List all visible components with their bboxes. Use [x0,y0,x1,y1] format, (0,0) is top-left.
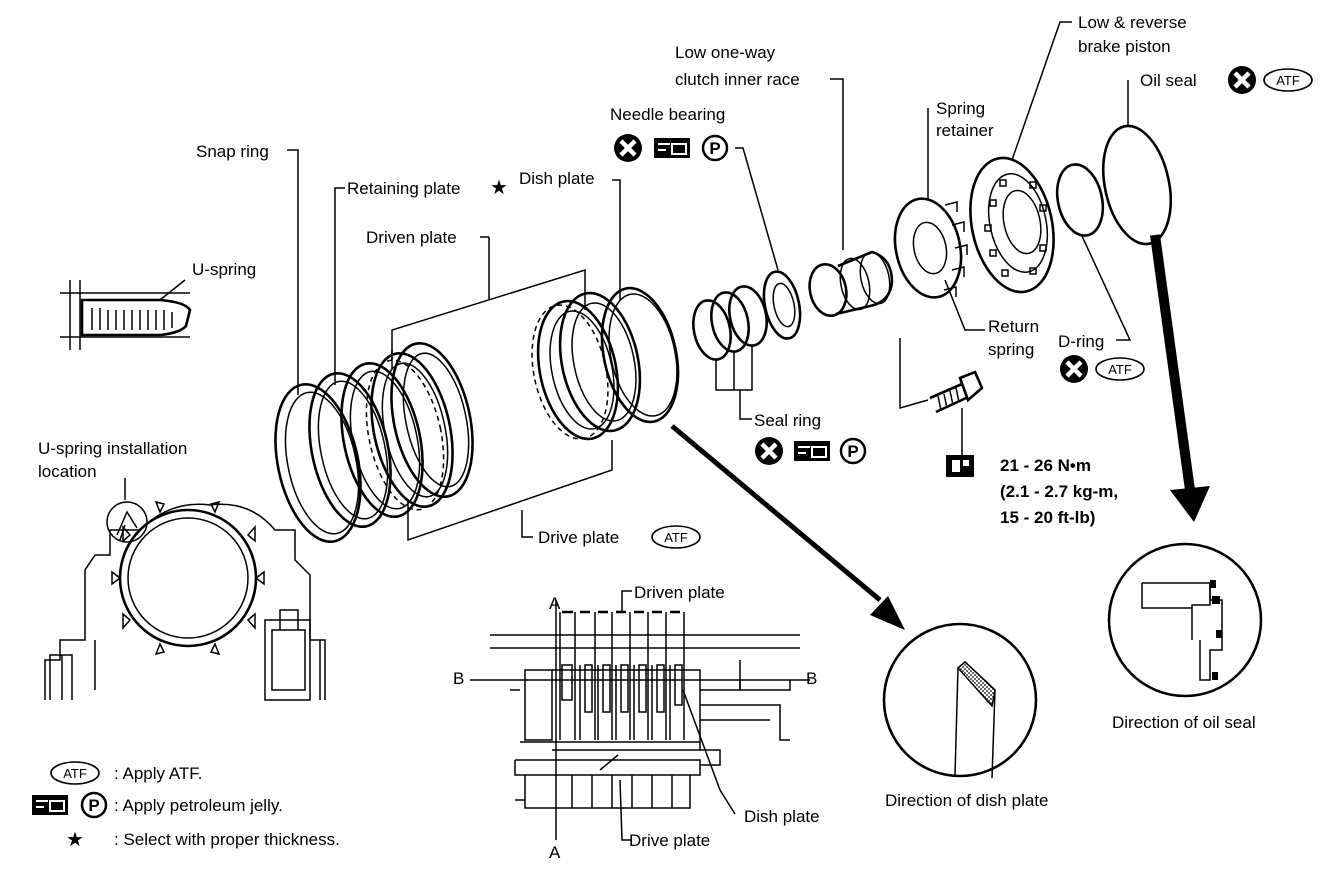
seal-ring-label: Seal ring [754,411,821,430]
snap-ring [274,149,362,543]
dish-plate-detail [882,622,1038,779]
section-a-top: A [549,594,561,613]
torque-wrench-icon [946,455,974,477]
torque-line-2: (2.1 - 2.7 kg-m, [1000,482,1118,501]
atf-glyph: ATF [1108,362,1132,377]
arrow-oil-seal [1150,234,1210,522]
p-glyph: P [847,442,858,461]
d-ring-label: D-ring [1058,332,1104,351]
plate-stack-right [531,286,680,441]
needle-bearing-label: Needle bearing [610,105,725,124]
brake-piston-label: Low & reverse [1078,13,1187,32]
retaining-plate-label: Retaining plate [347,179,460,198]
star-icon: ★ [66,829,84,851]
torque-line-3: 15 - 20 ft-lb) [1000,508,1095,527]
atf-glyph: ATF [63,766,87,781]
u-spring-detail [60,279,192,350]
arrow-dish-plate [670,424,905,630]
needle-bearing [735,147,802,340]
low-oneway-label: Low one-way [675,43,776,62]
p-glyph: P [709,139,720,158]
bolt [899,338,984,463]
u-spring-label: U-spring [192,260,256,279]
u-spring-location-drawing [44,478,326,701]
snap-ring-label: Snap ring [196,142,269,161]
u-spring-location-label: U-spring installation [38,439,187,458]
oil-seal-direction-caption: Direction of oil seal [1112,713,1256,732]
low-oneway-label-2: clutch inner race [675,70,800,89]
seal-rings [692,285,768,420]
dish-plate-direction-caption: Direction of dish plate [885,791,1048,810]
dish-plate-label: Dish plate [519,169,595,188]
brake-piston [969,21,1072,294]
torque-line-1: 21 - 26 N•m [1000,456,1091,475]
section-driven-plate-label: Driven plate [634,583,725,602]
spring-retainer [893,108,985,331]
brake-piston-label-2: brake piston [1078,37,1171,56]
section-dish-plate-label: Dish plate [744,807,820,826]
atf-glyph: ATF [664,530,688,545]
section-view [470,590,810,841]
driven-plate-label: Driven plate [366,228,457,247]
inner-race [808,78,894,318]
section-drive-plate-label: Drive plate [629,831,710,850]
legend-jelly-text: : Apply petroleum jelly. [114,796,283,815]
spring-retainer-label: Spring [936,99,985,118]
u-spring-location-label-2: location [38,462,97,481]
atf-glyph: ATF [1276,73,1300,88]
drive-plate-label: Drive plate [538,528,619,547]
plate-stack-left [340,341,474,519]
oil-seal [1102,80,1172,246]
legend-star-text: : Select with proper thickness. [114,830,340,849]
d-ring [1055,163,1132,341]
legend-atf-text: : Apply ATF. [114,764,203,783]
return-spring-label-2: spring [988,340,1034,359]
oil-seal-label: Oil seal [1140,71,1197,90]
return-spring-label: Return [988,317,1039,336]
p-glyph: P [88,796,99,815]
section-a-bottom: A [549,843,561,862]
spring-retainer-label-2: retainer [936,121,994,140]
star-icon: ★ [490,177,508,199]
section-b-right: B [806,669,817,688]
oil-seal-detail [1107,542,1263,698]
section-b-left: B [453,669,464,688]
